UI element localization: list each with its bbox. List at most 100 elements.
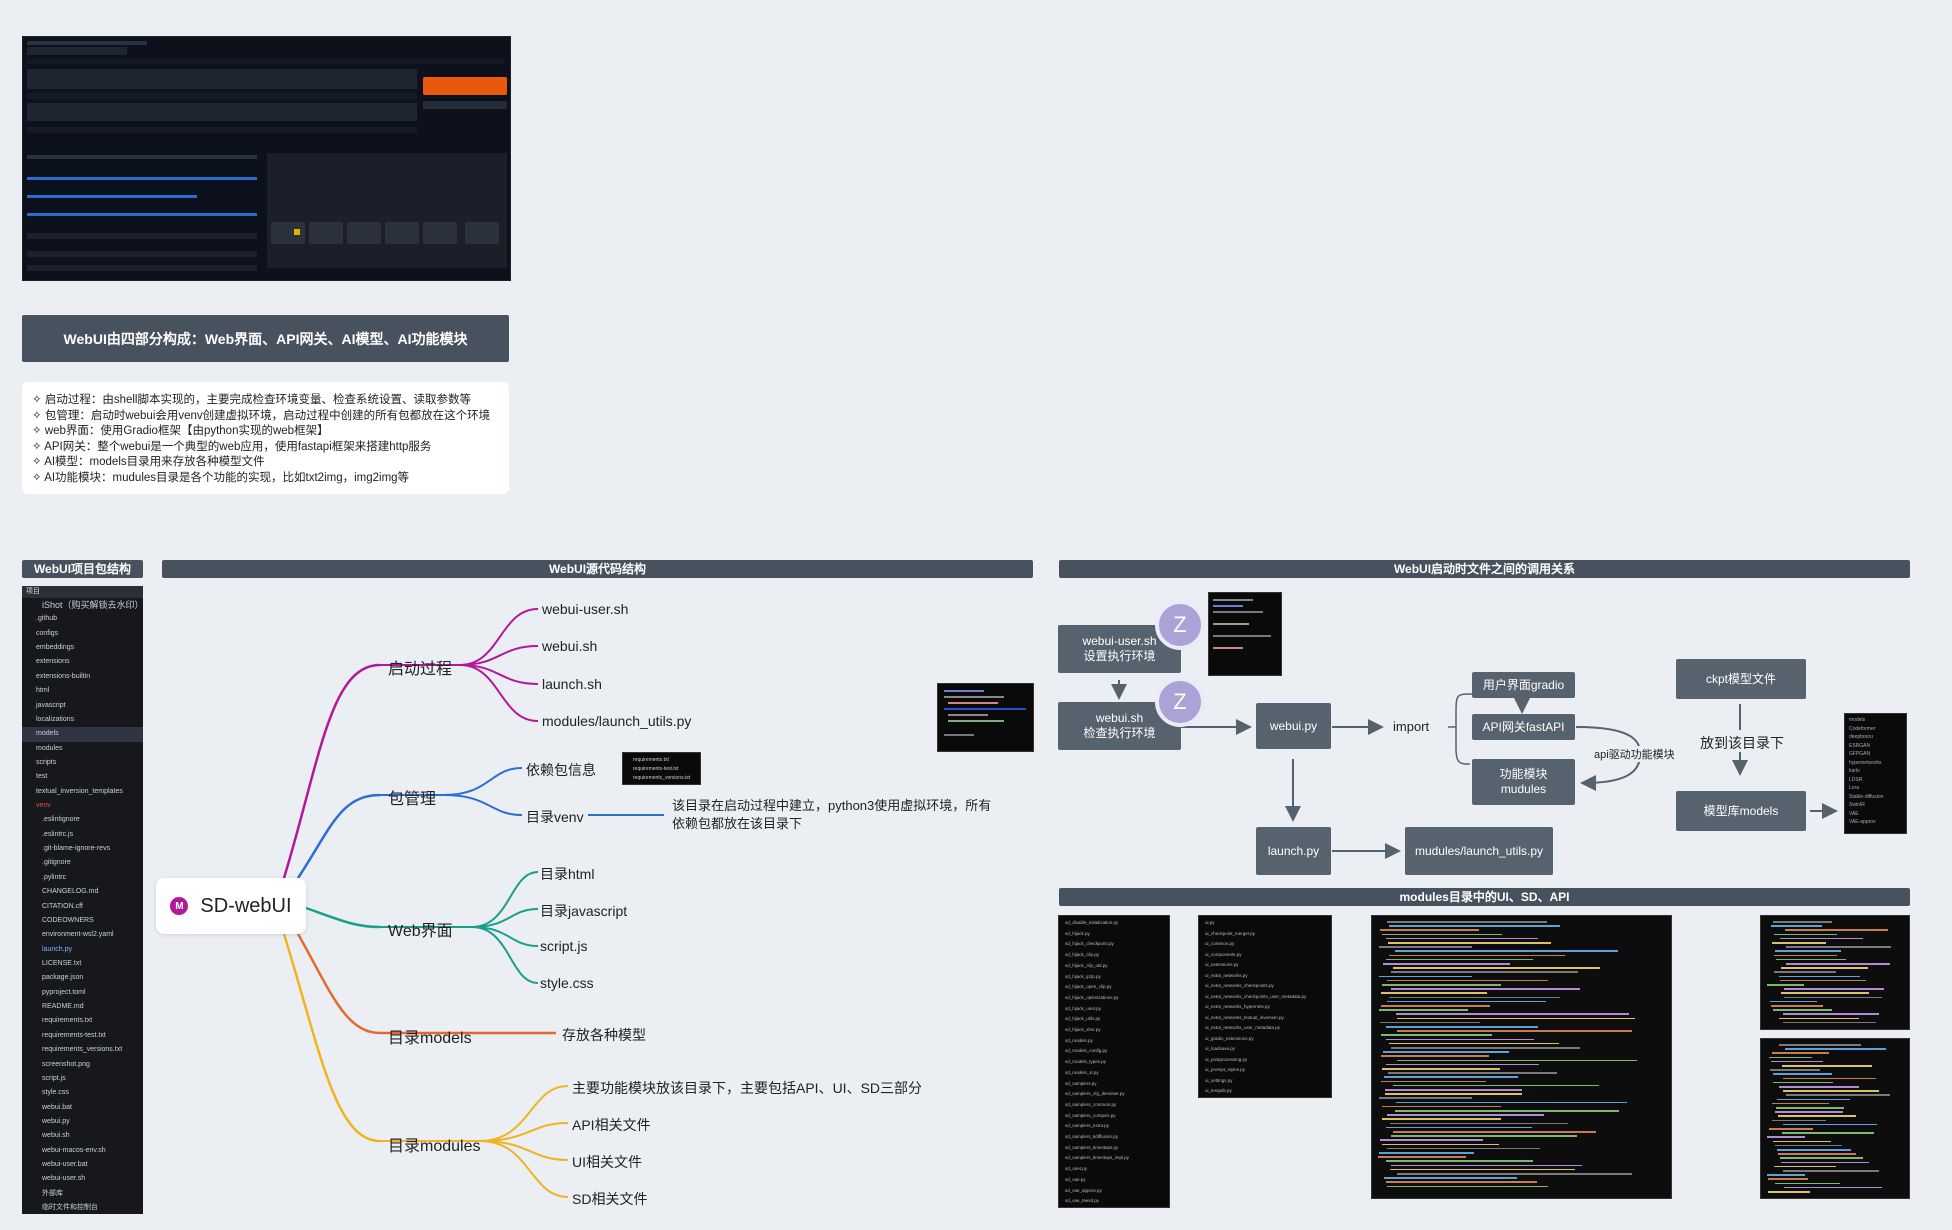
- code-line: [1772, 1102, 1829, 1105]
- code-line: [1781, 967, 1868, 969]
- tree-item[interactable]: modules: [36, 744, 63, 752]
- leaf-javascript[interactable]: 目录javascript: [540, 903, 628, 919]
- tree-item[interactable]: .eslintignore: [42, 816, 80, 824]
- tree-item[interactable]: requirements-test.txt: [42, 1031, 106, 1039]
- tree-item[interactable]: environment-wsl2.yaml: [42, 931, 114, 939]
- leaf-dependencies[interactable]: 依赖包信息: [526, 762, 596, 778]
- tree-item[interactable]: 外部库: [42, 1189, 63, 1197]
- avatar: Z: [1155, 677, 1205, 727]
- tree-item[interactable]: .eslintrc.js: [42, 830, 74, 838]
- tree-item[interactable]: pyproject.toml: [42, 988, 86, 996]
- tree-item[interactable]: webui-user.bat: [42, 1161, 88, 1169]
- code-line: [1389, 996, 1560, 999]
- code-line: [1774, 971, 1836, 973]
- tree-item[interactable]: textual_inversion_templates: [36, 787, 123, 795]
- tree-item[interactable]: venv: [36, 802, 51, 810]
- tree-item[interactable]: CODEOWNERS: [42, 916, 94, 924]
- code-line: [1385, 1089, 1522, 1091]
- code-line: [1391, 1047, 1580, 1049]
- node-webui-py[interactable]: webui.py: [1256, 703, 1331, 749]
- module-file: ui_loadsave.py: [1205, 1046, 1236, 1051]
- node-gradio[interactable]: 用户界面gradio: [1472, 672, 1575, 698]
- tree-item[interactable]: LICENSE.txt: [42, 959, 82, 967]
- tree-item[interactable]: CHANGELOG.md: [42, 888, 99, 896]
- leaf-webui-user-sh[interactable]: webui-user.sh: [542, 601, 629, 617]
- module-file: sd_samplers_timesteps_impl.py: [1065, 1155, 1130, 1161]
- node-modules[interactable]: 功能模块 mudules: [1472, 759, 1575, 805]
- leaf-launch-utils[interactable]: modules/launch_utils.py: [542, 713, 692, 729]
- tree-item[interactable]: package.json: [42, 974, 84, 982]
- leaf-script-js[interactable]: script.js: [540, 938, 588, 954]
- module-file: sd_models.py: [1065, 1037, 1093, 1043]
- tree-item[interactable]: webui-user.sh: [42, 1175, 86, 1183]
- branch-startup[interactable]: 启动过程: [388, 661, 453, 678]
- tree-item[interactable]: requirements_versions.txt: [42, 1046, 123, 1054]
- leaf-models-note[interactable]: 存放各种模型: [562, 1027, 646, 1043]
- node-line: mudules: [1500, 782, 1547, 796]
- tree-item[interactable]: configs: [36, 629, 59, 637]
- tree-item[interactable]: 临时文件和控制台: [42, 1204, 98, 1212]
- leaf-webui-sh[interactable]: webui.sh: [542, 638, 598, 654]
- leaf-modules-note[interactable]: 主要功能模块放该目录下，主要包括API、UI、SD三部分: [572, 1080, 923, 1096]
- leaf-sd-files[interactable]: SD相关文件: [572, 1191, 648, 1207]
- module-file: ui_extensions.py: [1205, 962, 1239, 967]
- tree-item[interactable]: embeddings: [36, 644, 75, 652]
- tree-item[interactable]: .github: [36, 615, 58, 623]
- code-line: [1777, 1149, 1851, 1151]
- tree-item[interactable]: extensions: [36, 658, 70, 666]
- tree-item[interactable]: webui.py: [42, 1117, 70, 1125]
- code-line: [1774, 1165, 1836, 1168]
- tree-item[interactable]: scripts: [36, 758, 57, 766]
- code-line: [1783, 1123, 1877, 1126]
- node-line: 功能模块: [1499, 767, 1548, 781]
- tree-item[interactable]: screenshot.png: [42, 1060, 90, 1068]
- branch-models[interactable]: 目录models: [388, 1030, 472, 1047]
- req-file: requirements_versions.txt: [633, 775, 691, 781]
- tree-item[interactable]: CITATION.cff: [42, 902, 83, 910]
- tree-item[interactable]: javascript: [36, 701, 66, 709]
- tree-item[interactable]: README.md: [42, 1003, 84, 1011]
- leaf-launch-sh[interactable]: launch.sh: [542, 676, 602, 692]
- code-line: [1391, 971, 1578, 973]
- tree-root[interactable]: iShot（购买解锁去水印）: [42, 600, 143, 610]
- leaf-html[interactable]: 目录html: [540, 866, 595, 882]
- header-project-structure: WebUI项目包结构: [22, 560, 143, 578]
- node-fastapi[interactable]: API网关fastAPI: [1472, 714, 1575, 740]
- venv-note-line: 该目录在启动过程中建立，python3使用虚拟环境，所有: [672, 798, 992, 813]
- tree-item[interactable]: webui.bat: [42, 1103, 72, 1111]
- branch-web[interactable]: Web界面: [388, 923, 453, 940]
- tree-item[interactable]: .pylintrc: [42, 873, 67, 881]
- tree-item[interactable]: html: [36, 687, 50, 695]
- tree-item[interactable]: requirements.txt: [42, 1017, 93, 1025]
- tree-item[interactable]: extensions-builtin: [36, 672, 91, 680]
- code-line: [1771, 1060, 1823, 1063]
- tree-item[interactable]: .git-blame-ignore-revs: [42, 845, 111, 853]
- leaf-ui-files[interactable]: UI相关文件: [572, 1154, 642, 1170]
- tree-item[interactable]: models: [22, 727, 143, 742]
- tree-item[interactable]: style.css: [42, 1089, 69, 1097]
- notes-box: ✧ 启动过程：由shell脚本实现的，主要完成检查环境变量、检查系统设置、读取参…: [22, 382, 509, 494]
- mindmap-root[interactable]: M SD-webUI: [156, 878, 306, 934]
- branch-package[interactable]: 包管理: [388, 791, 437, 808]
- leaf-api-files[interactable]: API相关文件: [572, 1117, 651, 1133]
- tree-item[interactable]: test: [36, 773, 48, 781]
- code-line: [1381, 992, 1487, 994]
- tree-item[interactable]: localizations: [36, 715, 75, 723]
- tree-item[interactable]: .gitignore: [42, 859, 71, 867]
- tree-item[interactable]: webui-macos-env.sh: [42, 1146, 106, 1154]
- node-launch-py[interactable]: launch.py: [1256, 827, 1331, 875]
- tree-item[interactable]: launch.py: [42, 945, 72, 953]
- leaf-style-css[interactable]: style.css: [540, 975, 594, 991]
- node-ckpt[interactable]: ckpt模型文件: [1676, 659, 1806, 699]
- code-line: [1386, 1160, 1533, 1162]
- code-line: [1381, 1034, 1492, 1036]
- code-line: [1379, 1152, 1474, 1154]
- module-file: sd_samplers_common.py: [1065, 1101, 1117, 1107]
- tree-item[interactable]: script.js: [42, 1074, 66, 1082]
- tree-item[interactable]: webui.sh: [42, 1132, 70, 1140]
- node-models-lib[interactable]: 模型库models: [1676, 791, 1806, 831]
- leaf-venv[interactable]: 目录venv: [526, 809, 584, 825]
- node-launch-utils[interactable]: mudules/launch_utils.py: [1405, 827, 1553, 875]
- note-line: ✧ 启动过程：由shell脚本实现的，主要完成检查环境变量、检查系统设置、读取参…: [32, 394, 471, 406]
- branch-modules[interactable]: 目录modules: [388, 1138, 481, 1155]
